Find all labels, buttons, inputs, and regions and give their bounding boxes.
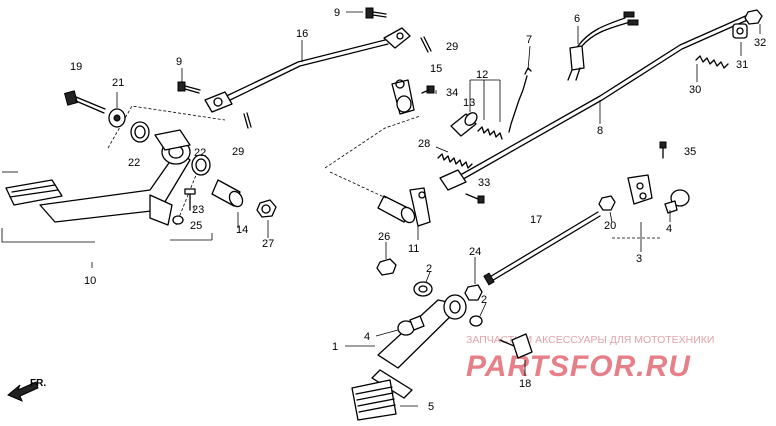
spring-12 — [477, 126, 503, 140]
callout-4-left: 4 — [364, 331, 370, 343]
rod-17 — [483, 211, 601, 286]
callout-33: 33 — [478, 177, 490, 189]
callout-12: 12 — [476, 69, 488, 81]
callout-31: 31 — [736, 59, 748, 71]
pivot-bolt-4-left — [397, 315, 425, 336]
callout-4-right: 4 — [666, 223, 672, 235]
seal-22a — [130, 121, 150, 143]
callout-2-top: 2 — [426, 263, 432, 275]
callout-13: 13 — [463, 97, 475, 109]
callout-1: 1 — [332, 341, 338, 353]
cotter-pin-29a — [420, 36, 432, 53]
callout-3: 3 — [636, 253, 642, 265]
callout-16: 16 — [296, 28, 308, 40]
bolt-18 — [499, 333, 533, 359]
callout-28: 28 — [418, 138, 430, 150]
bolt-15 — [421, 85, 435, 94]
spring-30 — [695, 55, 729, 69]
ball-joint-4-right — [664, 189, 690, 214]
watermark-caption: ЗАПЧАСТИ И АКСЕССУАРЫ ДЛЯ МОТОТЕХНИКИ — [466, 334, 714, 346]
brake-switch-6 — [567, 11, 639, 81]
pedal-rubber-5 — [351, 379, 397, 421]
callout-29-left: 29 — [232, 146, 244, 158]
nut-27 — [256, 199, 277, 218]
callout-11: 11 — [408, 243, 419, 255]
bolt-9-left — [177, 81, 201, 94]
callout-20: 20 — [604, 220, 616, 232]
callout-8: 8 — [597, 125, 603, 137]
spring-7 — [508, 75, 528, 133]
callout-32: 32 — [754, 37, 766, 49]
callout-7: 7 — [526, 34, 532, 46]
callout-35: 35 — [684, 146, 696, 158]
callout-2-bottom: 2 — [481, 294, 487, 306]
joint-3 — [627, 174, 653, 205]
nut-26 — [376, 258, 397, 276]
seal-22b — [191, 154, 211, 176]
callout-6: 6 — [574, 13, 580, 25]
callout-22-left: 22 — [128, 157, 140, 169]
callout-22-right: 22 — [194, 147, 206, 159]
callout-15: 15 — [430, 63, 442, 75]
callout-30: 30 — [689, 84, 701, 96]
callout-24: 24 — [469, 246, 481, 258]
front-direction-label: FR. — [30, 378, 46, 389]
bolt-23 — [184, 188, 196, 211]
washer-2a — [413, 281, 433, 297]
shaft-arm-11 — [377, 187, 431, 227]
clip-25 — [172, 215, 184, 225]
bolt-9-top — [365, 7, 387, 19]
callout-29-top: 29 — [446, 41, 458, 53]
nut-32 — [744, 9, 763, 25]
callout-5: 5 — [428, 401, 434, 413]
collar-13 — [450, 112, 478, 137]
cable-8 — [439, 13, 753, 191]
callout-19: 19 — [70, 61, 82, 73]
callout-25: 25 — [190, 220, 202, 232]
callout-17: 17 — [530, 214, 542, 226]
bolt-19 — [64, 90, 106, 114]
callout-23: 23 — [192, 204, 204, 216]
brake-pedal-assembly — [5, 129, 191, 226]
callout-9-left: 9 — [176, 56, 182, 68]
joint-31 — [732, 23, 748, 39]
callout-26: 26 — [378, 231, 390, 243]
callout-27: 27 — [262, 238, 274, 250]
nut-24 — [464, 284, 483, 301]
washer-2b — [469, 315, 483, 327]
watermark-logo: PARTSFOR.RU — [466, 350, 691, 383]
callout-21: 21 — [112, 77, 124, 89]
front-arrow-icon — [7, 381, 39, 402]
callout-14: 14 — [236, 224, 248, 236]
bolt-35 — [659, 141, 667, 159]
nut-20 — [598, 195, 616, 211]
callout-18: 18 — [519, 378, 531, 390]
bolt-33 — [465, 193, 485, 204]
cotter-pin-29b — [243, 112, 252, 129]
callout-9-top: 9 — [334, 7, 340, 19]
collar-14 — [211, 179, 244, 208]
spring-28 — [437, 153, 473, 169]
brake-arm-34 — [391, 79, 415, 115]
brake-rod-16 — [204, 27, 411, 113]
callout-10: 10 — [84, 275, 96, 287]
callout-34: 34 — [446, 87, 458, 99]
